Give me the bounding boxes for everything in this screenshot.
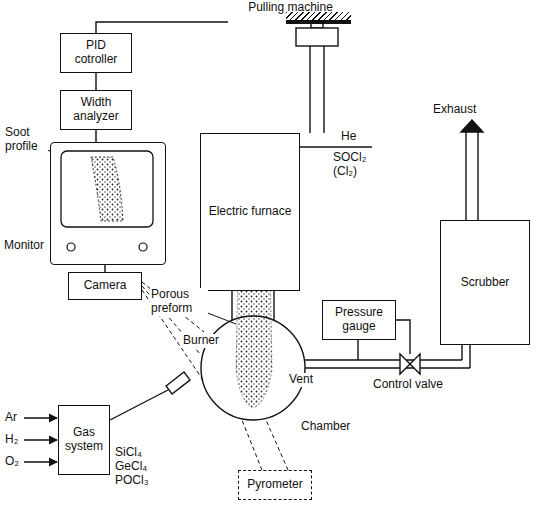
exhaust-pipe bbox=[357, 340, 358, 360]
burner bbox=[110, 372, 190, 420]
node-label: Width analyzer bbox=[67, 96, 125, 124]
part-label: Ar bbox=[4, 411, 18, 425]
chamber-vessel bbox=[273, 291, 274, 323]
part-label: He bbox=[340, 130, 357, 144]
part-label: Chamber bbox=[300, 420, 351, 434]
soot-profile-image bbox=[91, 157, 123, 221]
exhaust-pipe bbox=[461, 345, 462, 360]
pyrometer-sight-lines bbox=[242, 420, 288, 470]
part-label: Soot profile bbox=[4, 126, 48, 154]
chamber-vessel bbox=[231, 291, 232, 323]
gas-inlet-arrows bbox=[24, 461, 57, 462]
pyrometer: Pyrometer bbox=[238, 470, 312, 500]
part-label: H₂ bbox=[4, 433, 19, 447]
scrubber: Scrubber bbox=[440, 220, 530, 345]
part-label: Control valve bbox=[372, 378, 444, 392]
node-label: Gas system bbox=[64, 426, 104, 454]
gas-inlet-arrows bbox=[24, 418, 57, 462]
screen-frame bbox=[61, 151, 153, 227]
exhaust-pipe bbox=[304, 359, 462, 360]
electric-furnace: Electric furnace bbox=[200, 133, 300, 291]
burner bbox=[166, 372, 190, 394]
exhaust-pipe bbox=[410, 354, 420, 374]
part-label: SiCl₄ GeCl₄ POCl₃ bbox=[114, 446, 160, 487]
exhaust-pipe bbox=[469, 345, 470, 368]
monitor-knob bbox=[67, 243, 75, 251]
node-label: Pressure gauge bbox=[329, 306, 389, 334]
signal-line bbox=[96, 22, 228, 33]
gas-feed-line bbox=[300, 146, 372, 147]
signal-line bbox=[104, 265, 105, 272]
monitor-knob bbox=[139, 243, 147, 251]
puller-gripper bbox=[309, 46, 310, 133]
signal-line bbox=[95, 73, 96, 90]
exhaust-pipe bbox=[396, 320, 410, 354]
pulling-machine: Pulling machine bbox=[228, 1, 353, 24]
part-label: SOCl₂ (Cl₂) bbox=[332, 151, 378, 179]
signal-line bbox=[95, 130, 96, 142]
camera: Camera bbox=[68, 272, 142, 300]
part-label: Exhaust bbox=[432, 103, 477, 117]
gas-inlet-arrows bbox=[24, 417, 57, 418]
gas-system: Gas system bbox=[58, 405, 110, 475]
burner bbox=[110, 390, 168, 420]
puller-gripper bbox=[323, 46, 324, 133]
exhaust-stack bbox=[465, 132, 466, 220]
node-label: Scrubber bbox=[461, 276, 510, 290]
part-label: Porous preform bbox=[150, 288, 208, 316]
node-label: Electric furnace bbox=[209, 205, 292, 219]
pyrometer-sight-lines bbox=[266, 420, 288, 470]
exhaust-stack bbox=[477, 132, 478, 220]
puller-gripper bbox=[296, 28, 338, 46]
exhaust-pipe bbox=[305, 367, 470, 368]
puller-gripper bbox=[296, 23, 338, 133]
width-analyzer: Width analyzer bbox=[60, 90, 132, 130]
pyrometer-sight-lines bbox=[242, 420, 262, 470]
part-label: Vent bbox=[288, 373, 314, 387]
pid-controller: PID cotroller bbox=[60, 33, 132, 73]
monitor-screen bbox=[51, 143, 163, 262]
exhaust-stack bbox=[461, 120, 483, 220]
gas-feed-line bbox=[300, 146, 372, 147]
leader-lines bbox=[205, 312, 236, 324]
pressure-gauge: Pressure gauge bbox=[322, 300, 396, 340]
node-label: Pyrometer bbox=[247, 478, 302, 492]
node-label: PID cotroller bbox=[67, 39, 125, 67]
part-label: O₂ bbox=[4, 455, 20, 469]
part-label: Burner bbox=[182, 334, 220, 348]
node-label: Camera bbox=[84, 279, 127, 293]
node-label: Monitor bbox=[4, 239, 44, 253]
node-label: Pulling machine bbox=[248, 1, 333, 15]
exhaust-stack bbox=[461, 120, 483, 132]
exhaust-pipe bbox=[400, 354, 410, 374]
monitor: Monitor bbox=[50, 142, 166, 265]
gas-inlet-arrows bbox=[24, 439, 57, 440]
